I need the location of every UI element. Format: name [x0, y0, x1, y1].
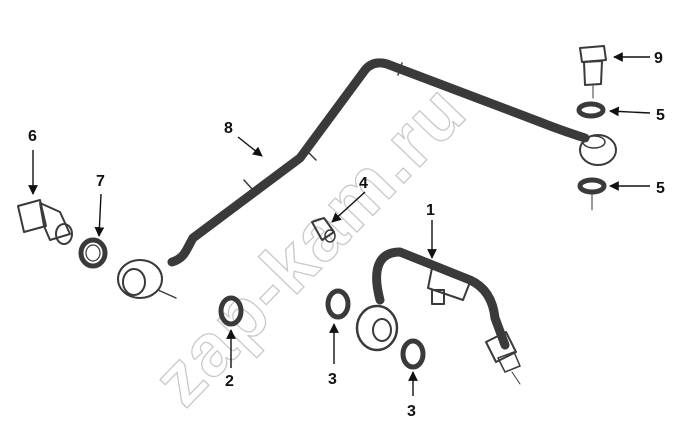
callout-8: 8	[224, 120, 233, 137]
callout-6: 6	[28, 128, 37, 145]
part-1-pipe	[355, 247, 521, 385]
callout-3-a: 3	[328, 371, 337, 388]
callout-3-b: 3	[407, 403, 416, 420]
callout-1: 1	[426, 202, 435, 219]
part-3-washer-b	[400, 338, 426, 370]
part-3-washer-a	[325, 288, 351, 320]
part-5-washer-lower	[577, 177, 607, 211]
callout-5-lower: 5	[656, 180, 665, 197]
part-6-fitting	[17, 199, 73, 245]
callout-7: 7	[96, 173, 105, 190]
part-7-washer	[78, 237, 108, 269]
part-8-pipe	[117, 58, 617, 299]
callout-4: 4	[359, 175, 368, 192]
callout-9: 9	[654, 50, 663, 67]
part-5-washer-upper	[576, 101, 606, 119]
leader-arrows	[28, 52, 651, 396]
callout-2: 2	[225, 373, 234, 390]
part-2-washer	[218, 295, 244, 327]
part-4-fitting	[311, 217, 336, 243]
part-9-bolt	[579, 45, 607, 99]
callout-5-upper: 5	[656, 107, 665, 124]
